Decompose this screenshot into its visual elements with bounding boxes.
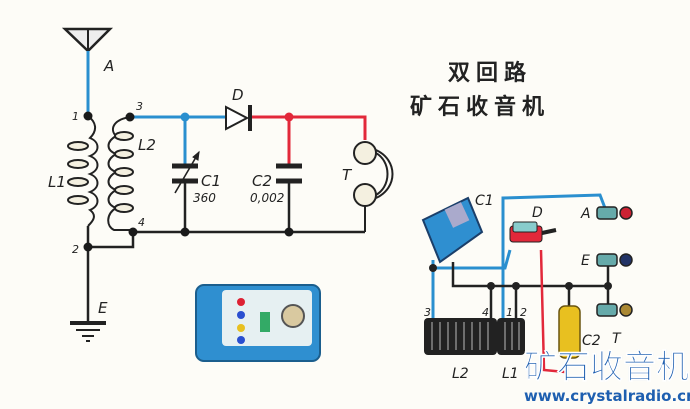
- ground-symbol: [70, 321, 106, 342]
- wiring-node-4: 4: [482, 306, 489, 319]
- variable-capacitor-c1: [172, 150, 200, 232]
- wiring-label-e: E: [581, 253, 590, 269]
- node-4: 4: [138, 216, 145, 229]
- watermark-url: www.crystalradio.cn: [524, 387, 690, 405]
- wiring-label-l2: L2: [452, 366, 469, 382]
- wiring-label-d: D: [532, 205, 543, 221]
- label-l2: L2: [138, 136, 156, 154]
- junction-dots: [83, 111, 294, 252]
- wiring-label-t: T: [612, 331, 622, 347]
- wiring-illustration: [421, 193, 633, 374]
- wiring-label-l1: L1: [502, 366, 519, 382]
- label-c2: C2: [252, 172, 272, 190]
- label-diode: D: [232, 86, 244, 104]
- title-line2: 矿石收音机: [410, 94, 550, 120]
- title-line1: 双回路: [448, 60, 532, 86]
- label-c1: C1: [201, 172, 221, 190]
- label-l1: L1: [48, 173, 66, 191]
- node-3: 3: [136, 100, 143, 113]
- radio-device-illustration: [195, 284, 321, 362]
- wiring-node-2: 2: [520, 306, 527, 319]
- watermark-text: 矿石收音机: [524, 347, 689, 386]
- headphones-symbol: [353, 141, 394, 232]
- label-phones: T: [342, 166, 353, 184]
- node-1: 1: [72, 110, 79, 123]
- node-2: 2: [72, 243, 79, 256]
- node2-link: [88, 232, 135, 249]
- wiring-label-a: A: [580, 206, 591, 222]
- wiring-node-3: 3: [424, 306, 431, 319]
- detector-wire: [252, 115, 367, 140]
- coil-l1: [67, 115, 99, 227]
- diode-symbol: [225, 105, 252, 131]
- value-c2: 0,002: [250, 191, 284, 205]
- coil-l2: [107, 116, 134, 231]
- wiring-node-1: 1: [506, 306, 513, 319]
- capacitor-c2: [276, 163, 302, 232]
- wiring-label-c1: C1: [475, 193, 494, 209]
- label-antenna: A: [103, 57, 114, 75]
- label-ground: E: [98, 299, 108, 317]
- wiring-label-c2: C2: [582, 333, 601, 349]
- value-c1: 360: [193, 191, 216, 205]
- antenna-symbol: [61, 27, 114, 53]
